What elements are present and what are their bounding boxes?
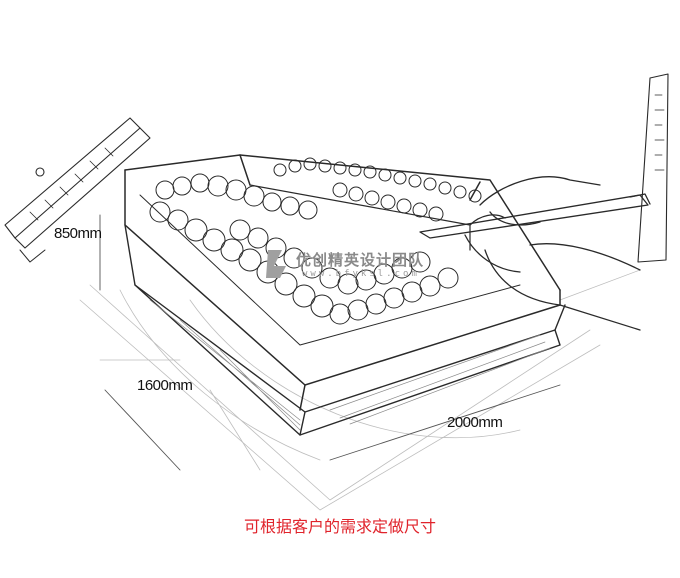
watermark: 优创精英设计团队 www.bfyksl.com [262,244,432,288]
watermark-name: 优创精英设计团队 [296,251,425,269]
left-ruler [4,117,151,263]
watermark-logo-icon [266,250,286,278]
counter-base [124,224,566,436]
right-ruler [637,73,669,263]
width-dimension-label: 2000mm [447,414,503,431]
hand-with-pencil [419,176,651,331]
fruit-display [149,157,482,325]
counter-body [124,154,561,411]
caption: 可根据客户的需求定做尺寸 [243,517,436,536]
watermark-url: www.bfyksl.com [302,269,420,279]
depth-dimension-label: 1600mm [137,377,193,394]
height-dimension-label: 850mm [54,225,102,242]
floor-guides [79,269,641,511]
dimension-lines [99,214,561,471]
